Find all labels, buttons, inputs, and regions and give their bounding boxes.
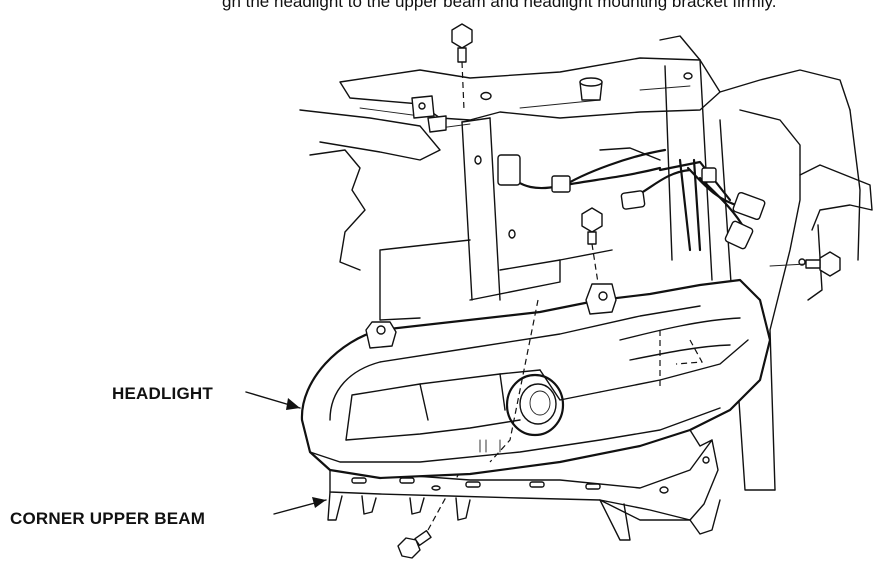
bolt-top [451,23,473,111]
headlight-leader-arrow [245,391,301,410]
headlight-assembly [300,278,772,480]
bolt-right [769,251,841,277]
corner-upper-beam [327,439,721,541]
headlight-label: HEADLIGHT [112,384,213,403]
vehicle-body-structure [299,35,873,491]
corner-upper-beam-label: CORNER UPPER BEAM [10,509,206,528]
wire-harness [497,148,766,252]
corner-upper-beam-leader-arrow [273,497,327,515]
cropped-instruction-text: gn the headlight to the upper beam and h… [222,0,777,11]
